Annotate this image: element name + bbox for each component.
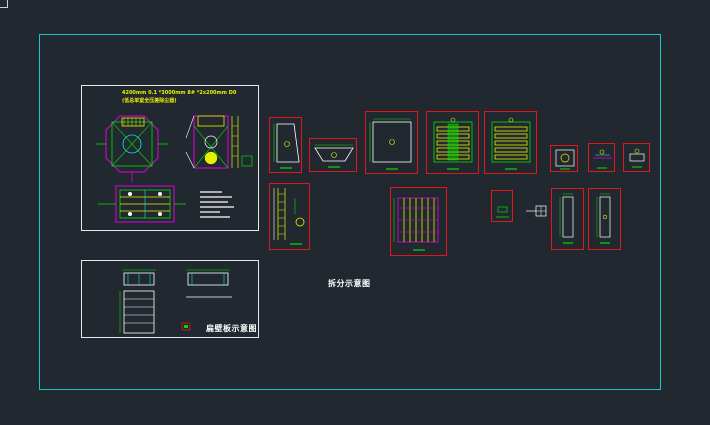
- wall-panel-caption: 扁壁板示意图: [206, 324, 257, 333]
- component-view-filter-bag-panel-b[interactable]: [484, 111, 537, 174]
- component-view-small-part[interactable]: [491, 190, 513, 222]
- component-view-side-panel[interactable]: [269, 117, 302, 173]
- breakdown-caption: 拆分示意图: [328, 279, 371, 288]
- component-view-bracket[interactable]: [588, 143, 615, 172]
- assembly-drawing: [96, 115, 253, 223]
- component-view-ladder[interactable]: [269, 183, 310, 250]
- component-view-strip-a[interactable]: [551, 188, 584, 250]
- component-view-strip-b[interactable]: [588, 188, 621, 250]
- component-view-flange[interactable]: [550, 145, 578, 172]
- wall-panel-drawing: [119, 269, 232, 334]
- component-view-clip[interactable]: [623, 143, 650, 172]
- component-view-filter-bag-panel-a[interactable]: [426, 111, 479, 174]
- title-block-line2: (低总单室全压差除尘器): [122, 98, 177, 104]
- assembly-sheet[interactable]: 4200mm 0.1 *3000mm 8# *2x200mm D0 (低总单室全…: [81, 85, 259, 231]
- title-block-line1: 4200mm 0.1 *3000mm 8# *2x200mm D0: [122, 90, 237, 96]
- viewport-corner-marker: [0, 0, 8, 8]
- component-view-plate[interactable]: [365, 111, 418, 174]
- drawing-frame: [39, 34, 661, 390]
- component-detail-joint[interactable]: [526, 203, 548, 219]
- wall-panel-sheet[interactable]: 扁壁板示意图: [81, 260, 259, 338]
- component-view-hopper[interactable]: [309, 138, 357, 172]
- component-view-bag-cage[interactable]: [390, 187, 447, 256]
